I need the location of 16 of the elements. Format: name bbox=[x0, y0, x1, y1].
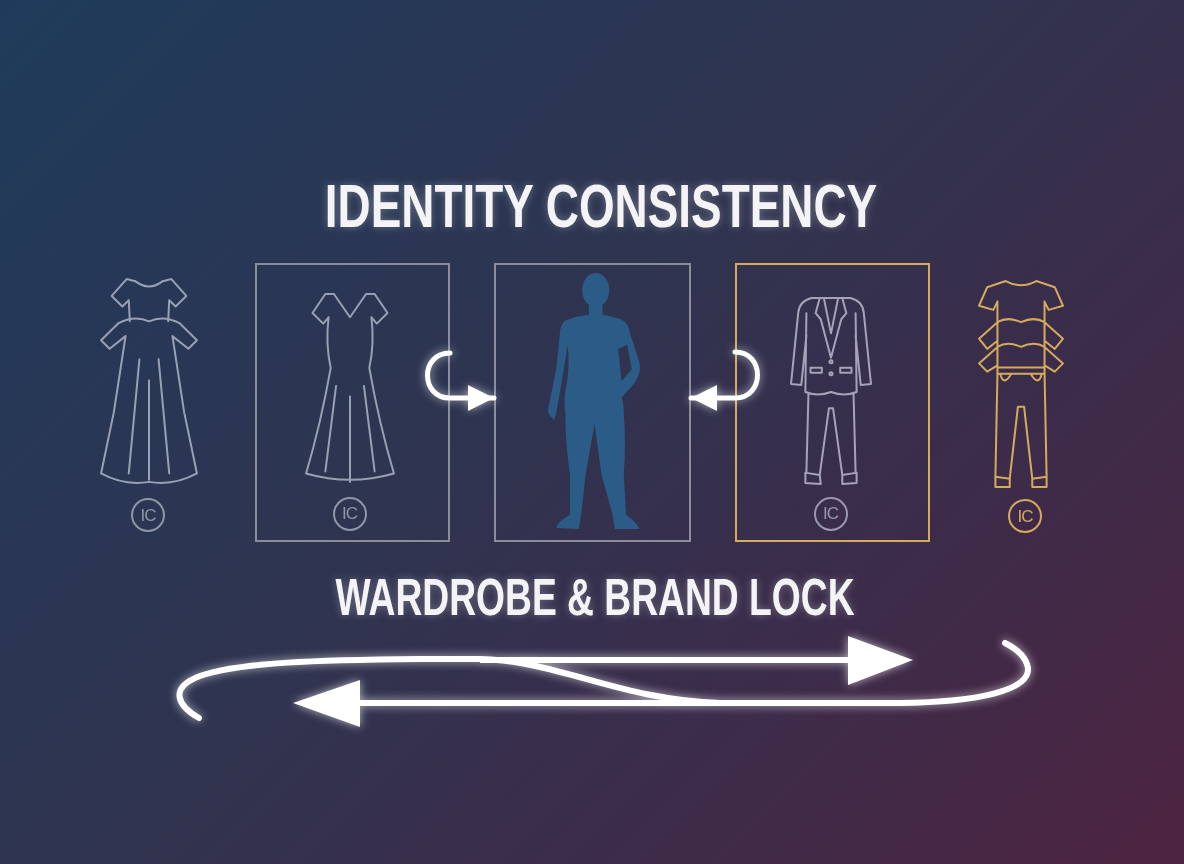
suit-drawing bbox=[789, 296, 872, 485]
curved-arrow bbox=[425, 350, 497, 411]
caption: WARDROBE & BRAND LOCK bbox=[335, 572, 855, 623]
circled-mark: IC bbox=[332, 496, 367, 531]
picture-frame bbox=[255, 263, 450, 542]
person-silhouette bbox=[547, 272, 640, 529]
curved-arrow bbox=[688, 349, 760, 411]
circled-mark: IC bbox=[813, 496, 848, 531]
dress-drawing bbox=[304, 292, 395, 483]
dress-drawing bbox=[100, 278, 198, 484]
picture-frame bbox=[494, 263, 691, 542]
picture-frame bbox=[735, 263, 930, 542]
outfit-drawing bbox=[978, 280, 1064, 488]
circled-mark: IC bbox=[1008, 499, 1042, 533]
title: IDENTITY CONSISTENCY bbox=[324, 175, 878, 237]
circled-mark: IC bbox=[131, 498, 165, 532]
